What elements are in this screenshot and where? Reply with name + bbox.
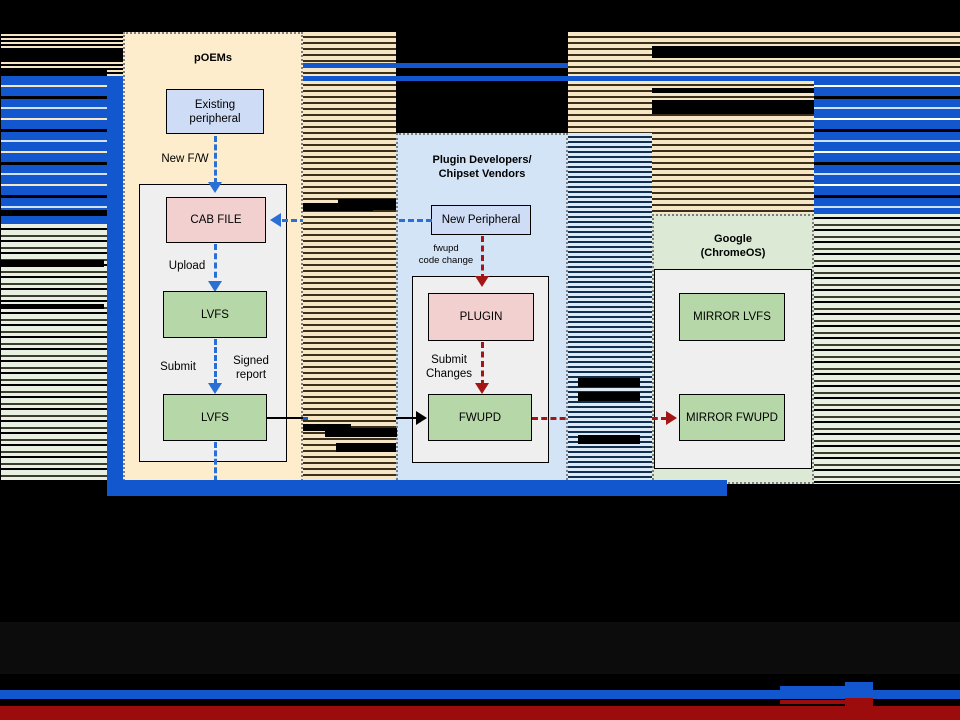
edge-lvfs-to-lvfs	[214, 339, 217, 385]
node-fwupd-label: FWUPD	[458, 411, 502, 424]
node-lvfs-submit-label: LVFS	[201, 411, 229, 424]
edge-plugin-to-fwupd	[481, 342, 484, 386]
edge-new-peripheral-to-cab	[282, 219, 432, 222]
swimlane-plugin-title-line1: Plugin Developers/	[432, 154, 532, 166]
edge-label-submit: Submit	[160, 361, 196, 373]
edge-new-peripheral-to-plugin	[481, 236, 484, 280]
node-mirror-fwupd-label: MIRROR FWUPD	[686, 411, 778, 424]
edge-label-upload: Upload	[168, 260, 206, 272]
arrowhead-cab-to-lvfs	[208, 281, 222, 292]
arrowhead-plugin-to-fwupd	[475, 383, 489, 394]
node-lvfs-upload[interactable]: LVFS	[163, 291, 267, 338]
edge-label-submit-changes-line1: Submit	[431, 354, 467, 366]
node-lvfs-upload-label: LVFS	[201, 308, 229, 321]
node-cab-file-label: CAB FILE	[190, 214, 242, 226]
arrowhead-existing-to-cab	[208, 182, 222, 193]
node-existing-peripheral-line1: Existing	[194, 98, 236, 111]
arrowhead-fwupd-to-mirror-fwupd	[666, 411, 677, 425]
node-mirror-fwupd[interactable]: MIRROR FWUPD	[679, 394, 785, 441]
node-mirror-lvfs[interactable]: MIRROR LVFS	[679, 293, 785, 341]
edge-label-signed-report-line2: report	[235, 369, 267, 381]
edge-label-new-fw: New F/W	[161, 153, 209, 165]
edge-lvfs-to-fwupd	[267, 417, 417, 419]
arrowhead-new-peripheral-to-plugin	[475, 276, 489, 287]
fwupd-test-framework-box[interactable]: FWUPD test framework	[657, 573, 799, 616]
edge-label-submit-changes-line2: Changes	[425, 368, 473, 380]
edge-label-fwupd-code-change-line1: fwupd	[433, 243, 459, 254]
fwupd-test-framework-label: FWUPD test framework	[664, 588, 792, 601]
node-existing-peripheral-line2: peripheral	[189, 112, 241, 125]
node-new-peripheral[interactable]: New Peripheral	[431, 205, 531, 235]
node-mirror-lvfs-label: MIRROR LVFS	[693, 311, 771, 323]
edge-label-signed-report-line1: Signed	[233, 355, 269, 367]
edge-existing-to-cab	[214, 136, 217, 184]
arrowhead-lvfs-to-lvfs	[208, 383, 222, 394]
swimlane-google-title-line2: (ChromeOS)	[700, 247, 766, 259]
node-existing-peripheral[interactable]: Existing peripheral	[166, 89, 264, 134]
node-cab-file[interactable]: CAB FILE	[166, 197, 266, 243]
edge-cab-to-lvfs	[214, 244, 217, 287]
swimlane-poems-title: pOEMs	[194, 52, 232, 64]
edge-label-fwupd-code-change-line2: code change	[418, 255, 474, 266]
swimlane-plugin-title-line2: Chipset Vendors	[438, 168, 526, 180]
edge-lvfs-submit-down	[214, 442, 217, 490]
node-lvfs-submit[interactable]: LVFS	[163, 394, 267, 441]
node-new-peripheral-label: New Peripheral	[441, 214, 521, 226]
node-plugin[interactable]: PLUGIN	[428, 293, 534, 341]
node-fwupd[interactable]: FWUPD	[428, 394, 532, 441]
swimlane-google-title-line1: Google	[714, 233, 752, 245]
node-plugin-label: PLUGIN	[459, 311, 503, 323]
arrowhead-new-peripheral-to-cab	[270, 213, 281, 227]
arrowhead-lvfs-to-fwupd	[416, 411, 427, 425]
edge-fwupd-to-mirror-fwupd	[532, 417, 667, 420]
